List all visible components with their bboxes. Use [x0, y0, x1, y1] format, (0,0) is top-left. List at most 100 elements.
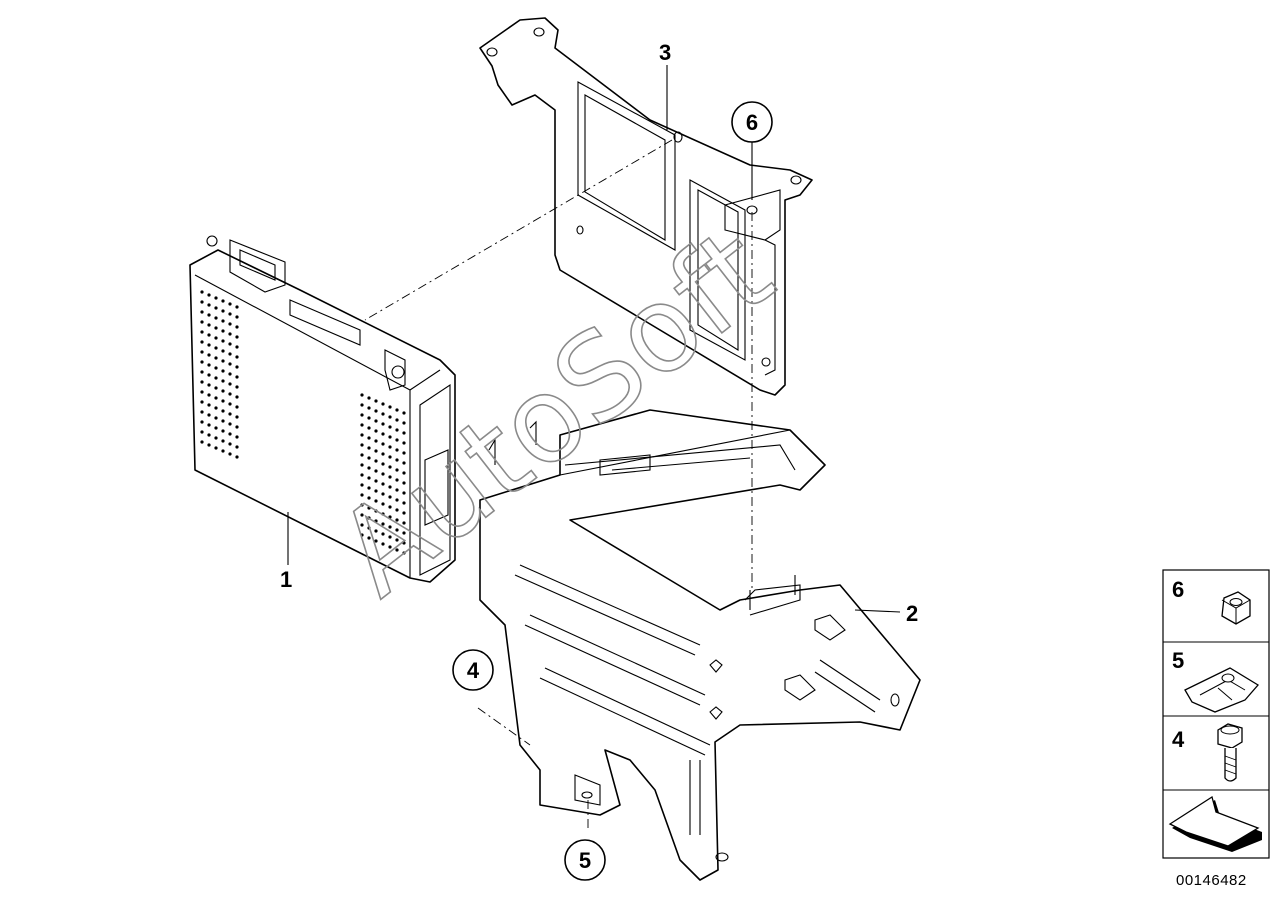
vent-dot — [360, 473, 364, 477]
vent-dot — [214, 316, 218, 320]
vent-dot — [388, 545, 392, 549]
vent-dot — [381, 482, 385, 486]
vent-dot — [221, 389, 225, 393]
vent-dot — [228, 372, 232, 376]
vent-dot — [228, 452, 232, 456]
vent-dot — [367, 486, 371, 490]
vent-dot — [367, 406, 371, 410]
vent-dot — [200, 290, 204, 294]
vent-dot — [207, 413, 211, 417]
vent-dot — [200, 310, 204, 314]
hex-bolt-icon — [1217, 723, 1243, 782]
vent-dot — [367, 416, 371, 420]
vent-dot — [367, 506, 371, 510]
vent-dot — [374, 409, 378, 413]
lower-bracket-part-2 — [479, 409, 921, 881]
vent-dot — [221, 359, 225, 363]
vent-dot — [395, 468, 399, 472]
vent-dot — [360, 513, 364, 517]
callout-1: 1 — [280, 567, 292, 592]
callout-6-circle: 6 — [731, 101, 773, 143]
vent-dot — [214, 366, 218, 370]
leader-lines — [666, 65, 901, 613]
vent-dot — [402, 491, 406, 495]
vent-dot — [381, 542, 385, 546]
vent-dot — [388, 445, 392, 449]
spring-nut-clip-icon — [1184, 667, 1259, 713]
vent-dot — [367, 396, 371, 400]
vent-dot — [381, 422, 385, 426]
vent-dot — [402, 531, 406, 535]
vent-dot — [228, 422, 232, 426]
vent-dot — [214, 396, 218, 400]
vent-dot — [228, 342, 232, 346]
vent-dot — [367, 426, 371, 430]
vent-dot — [207, 393, 211, 397]
vent-dot — [395, 408, 399, 412]
vent-dot — [367, 436, 371, 440]
vent-dot — [228, 382, 232, 386]
vent-dot — [360, 393, 364, 397]
module-vent-pattern — [200, 290, 406, 555]
vent-dot — [221, 299, 225, 303]
vent-dot — [381, 502, 385, 506]
vent-dot — [402, 421, 406, 425]
vent-dot — [207, 323, 211, 327]
vent-dot — [367, 516, 371, 520]
vent-dot — [228, 312, 232, 316]
vent-dot — [402, 541, 406, 545]
vent-dot — [374, 459, 378, 463]
vent-dot — [214, 376, 218, 380]
vent-dot — [395, 458, 399, 462]
vent-dot — [395, 518, 399, 522]
vent-dot — [360, 523, 364, 527]
vent-dot — [221, 309, 225, 313]
vent-dot — [235, 405, 239, 409]
vent-dot — [381, 402, 385, 406]
vent-dot — [367, 446, 371, 450]
vent-dot — [235, 365, 239, 369]
vent-dot — [395, 448, 399, 452]
legend-label-6: 6 — [1172, 577, 1184, 602]
vent-dot — [214, 446, 218, 450]
vent-dot — [374, 469, 378, 473]
vent-dot — [360, 413, 364, 417]
vent-dot — [200, 370, 204, 374]
vent-dot — [395, 478, 399, 482]
vent-dot — [235, 335, 239, 339]
vent-dot — [360, 463, 364, 467]
vent-dot — [221, 449, 225, 453]
vent-dot — [235, 325, 239, 329]
vent-dot — [374, 479, 378, 483]
vent-dot — [381, 412, 385, 416]
vent-dot — [200, 380, 204, 384]
legend-label-5: 5 — [1172, 648, 1184, 673]
vent-dot — [388, 435, 392, 439]
vent-dot — [214, 386, 218, 390]
vent-dot — [395, 538, 399, 542]
vent-dot — [214, 326, 218, 330]
vent-dot — [228, 322, 232, 326]
vent-dot — [388, 415, 392, 419]
vent-dot — [207, 443, 211, 447]
vent-dot — [395, 418, 399, 422]
vent-dot — [360, 443, 364, 447]
callout-4: 4 — [467, 658, 480, 683]
vent-dot — [381, 532, 385, 536]
vent-dot — [228, 412, 232, 416]
vent-dot — [360, 533, 364, 537]
vent-dot — [228, 302, 232, 306]
vent-dot — [200, 400, 204, 404]
vent-dot — [388, 425, 392, 429]
vent-dot — [381, 442, 385, 446]
vent-dot — [235, 305, 239, 309]
vent-dot — [228, 332, 232, 336]
vent-dot — [381, 462, 385, 466]
vent-dot — [374, 539, 378, 543]
vent-dot — [200, 390, 204, 394]
vent-dot — [367, 526, 371, 530]
vent-dot — [395, 508, 399, 512]
vent-dot — [360, 493, 364, 497]
hardware-legend: 6 5 4 — [1162, 569, 1270, 859]
vent-dot — [214, 426, 218, 430]
